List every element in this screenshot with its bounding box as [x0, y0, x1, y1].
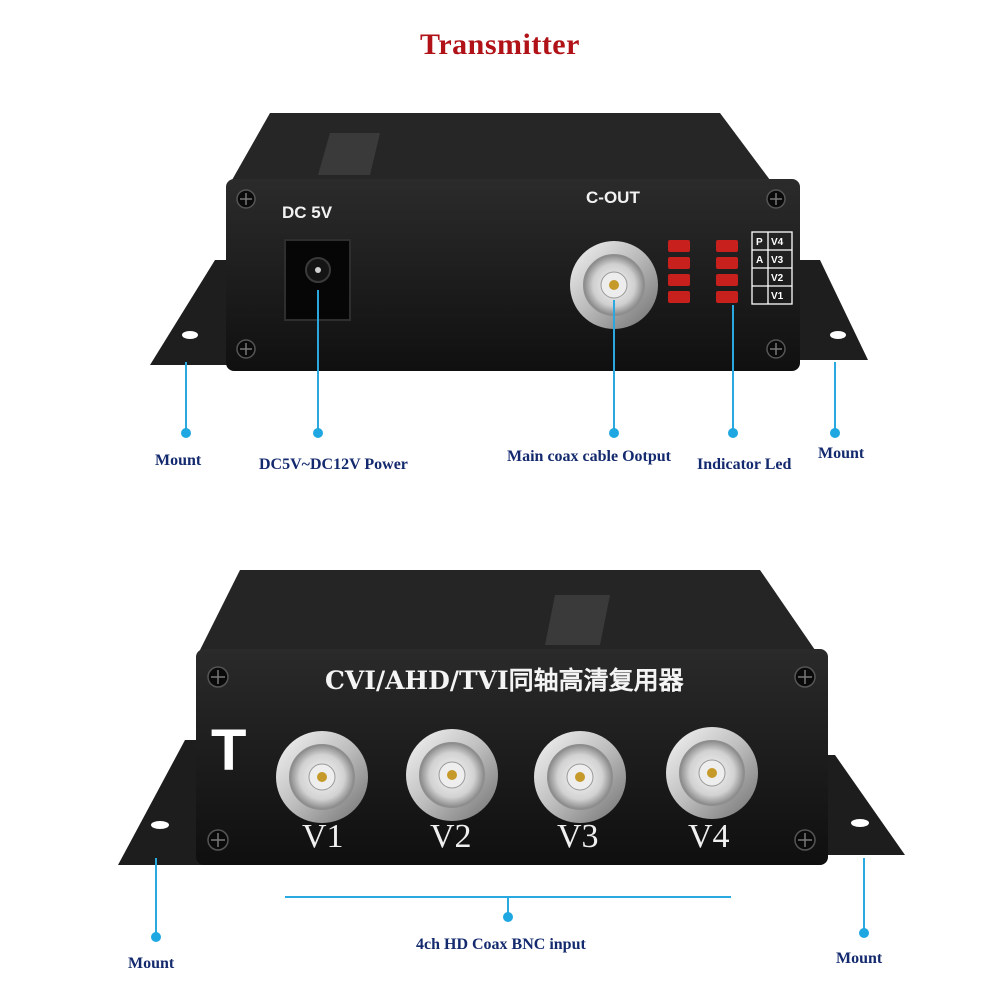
- callout-dot: [151, 932, 161, 942]
- indicator-grid-cell: V4: [771, 237, 784, 248]
- indicator-grid: [751, 231, 793, 305]
- bnc-port-v4: [666, 727, 758, 819]
- callout-dot: [313, 428, 323, 438]
- leader-line-mount-right: [834, 362, 836, 432]
- transmitter-badge: T: [211, 718, 246, 783]
- bnc-port-v3: [534, 731, 626, 823]
- bnc-port-v2: [406, 729, 498, 821]
- device-top-surface: [200, 570, 815, 650]
- page-title: Transmitter: [420, 28, 580, 61]
- indicator-grid-cell: V2: [771, 273, 784, 284]
- port-label: V3: [557, 818, 599, 855]
- callout-bnc-input: 4ch HD Coax BNC input: [416, 936, 586, 953]
- device-top-surface: [232, 113, 770, 180]
- bnc-port-v1: [276, 731, 368, 823]
- indicator-leds: [668, 240, 738, 303]
- callout-dot: [181, 428, 191, 438]
- callout-dot: [859, 928, 869, 938]
- callout-mount-left: Mount: [155, 452, 202, 469]
- indicator-grid-cell: V3: [771, 255, 784, 266]
- cout-label: C-OUT: [586, 188, 640, 207]
- callout-indicator: Indicator Led: [697, 456, 792, 473]
- callout-mount-right: Mount: [836, 950, 883, 967]
- leader-line-power: [317, 290, 319, 432]
- callout-mount-right: Mount: [818, 445, 865, 462]
- leader-line-bnc-input: [507, 896, 509, 916]
- mount-flange-left: [150, 260, 240, 365]
- transmitter-front-panel-image: DC 5V C-OUT P V4 A V3 V2 V1: [150, 113, 868, 371]
- mount-flange-right: [790, 260, 868, 360]
- callout-dot: [609, 428, 619, 438]
- port-label: V4: [688, 818, 730, 855]
- leader-line-mount-left: [185, 362, 187, 432]
- dc-label: DC 5V: [282, 203, 333, 222]
- callout-mount-left: Mount: [128, 955, 175, 972]
- device-front-face: [226, 179, 800, 371]
- mount-flange-left: [118, 740, 210, 865]
- callout-dot: [503, 912, 513, 922]
- indicator-grid-cell: V1: [771, 291, 784, 302]
- callout-coax-output: Main coax cable Ootput: [507, 448, 671, 465]
- indicator-grid-cell: A: [756, 255, 763, 266]
- leader-line-mount-left: [155, 858, 157, 936]
- leader-line-indicator: [732, 305, 734, 432]
- panel-title: CVI/AHD/TVI同轴高清复用器: [325, 666, 685, 695]
- device-front-face: [196, 649, 828, 865]
- indicator-grid-cell: P: [756, 237, 763, 248]
- leader-line-mount-right: [863, 858, 865, 932]
- mount-flange-right: [815, 755, 905, 855]
- callout-dot: [830, 428, 840, 438]
- callout-power: DC5V~DC12V Power: [259, 456, 408, 473]
- port-label: V1: [302, 818, 344, 855]
- callout-dot: [728, 428, 738, 438]
- leader-line-coax-output: [613, 300, 615, 432]
- transmitter-input-panel-image: CVI/AHD/TVI同轴高清复用器 T V1 V2 V3 V4: [118, 570, 905, 865]
- port-label: V2: [430, 818, 472, 855]
